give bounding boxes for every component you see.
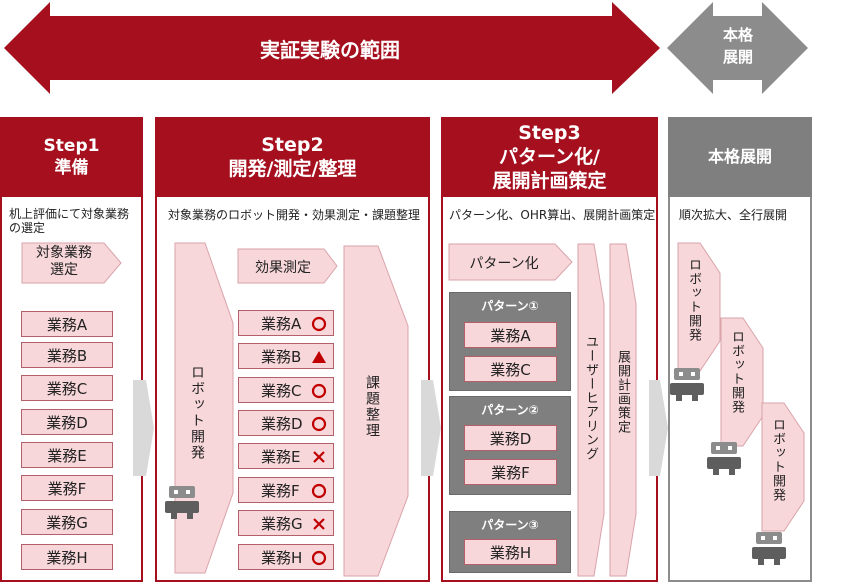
rollout-title: 本格展開 <box>707 147 772 166</box>
circle-mark-icon <box>311 483 327 499</box>
step2-task-label: 業務B <box>261 347 302 366</box>
step2-task: 業務F <box>238 477 334 503</box>
step1-task: 業務G <box>21 509 113 535</box>
issues-label: 課題整理 <box>364 375 380 439</box>
pattern-title: パターン② <box>481 403 539 417</box>
step1-task: 業務E <box>21 442 113 468</box>
step2-task-label: 業務F <box>261 481 300 500</box>
step1-header: Step1 準備 <box>0 117 143 197</box>
pattern-task: 業務C <box>464 356 557 382</box>
cross-mark-icon <box>313 451 325 463</box>
step1-title: Step1 <box>43 136 100 156</box>
robot-icon <box>165 486 199 519</box>
step2-task-label: 業務A <box>261 314 302 333</box>
circle-mark-icon <box>311 550 327 566</box>
triangle-mark-icon <box>312 351 326 363</box>
step1-task: 業務C <box>21 375 113 401</box>
rollout-arrow <box>667 2 808 94</box>
rollout-label: 本格 展開 <box>722 26 753 66</box>
step2-task-label: 業務H <box>261 548 303 567</box>
step3-title-sub: パターン化/ <box>499 146 600 168</box>
pattern-task: 業務H <box>464 539 557 565</box>
pattern-task: 業務A <box>464 322 557 348</box>
step2-task-label: 業務E <box>261 447 301 466</box>
measure-chevron-shape <box>237 248 338 284</box>
rollout-robot-arrow-shape <box>761 402 805 532</box>
scope-arrow <box>4 2 660 94</box>
step3-header: Step3 パターン化/ 展開計画策定 <box>441 117 658 197</box>
select-chevron-label: 対象業務 選定 <box>36 245 92 278</box>
connector-arrow-3 <box>649 380 668 476</box>
pattern-task: 業務F <box>464 459 557 485</box>
issues-arrow-shape <box>343 245 409 577</box>
user-hearing-label: ユーザーヒアリング <box>583 335 598 461</box>
pattern-task: 業務D <box>464 425 557 451</box>
step2-task: 業務B <box>238 343 334 369</box>
step2-subtitle: 対象業務のロボット開発・効果測定・課題整理 <box>168 208 421 222</box>
step3-title: Step3 <box>518 122 581 144</box>
step2-task: 業務D <box>238 410 334 436</box>
rollout-robot-dev-label: ロボット開発 <box>686 258 701 342</box>
step1-task: 業務A <box>21 311 113 337</box>
robot-icon <box>670 368 704 401</box>
step1-task: 業務D <box>21 409 113 435</box>
step1-task: 業務B <box>21 342 113 368</box>
rollout-subtitle: 順次拡大、全行展開 <box>679 208 788 222</box>
robot-icon <box>752 532 786 565</box>
step2-task-label: 業務C <box>261 381 302 400</box>
scope-label: 実証実験の範囲 <box>260 38 400 62</box>
pattern-title: パターン① <box>481 299 539 313</box>
step2-robot-dev-label: ロボット開発 <box>189 365 205 461</box>
step2-title: Step2 <box>261 134 324 156</box>
step2-task: 業務H <box>238 544 334 570</box>
plan-arrow-shape <box>609 243 637 577</box>
circle-mark-icon <box>311 316 327 332</box>
rollout-robot-dev-label: ロボット開発 <box>729 330 744 414</box>
step3-subtitle: パターン化、OHR算出、展開計画策定 <box>449 208 656 222</box>
pattern-title: パターン③ <box>481 518 539 532</box>
circle-mark-icon <box>311 383 327 399</box>
user-hearing-arrow-shape <box>577 243 605 577</box>
rollout-robot-dev-label: ロボット開発 <box>770 418 785 502</box>
connector-arrow-1 <box>133 380 154 476</box>
patternize-chevron-shape <box>448 243 573 281</box>
select-chevron-shape <box>21 242 122 284</box>
measure-label: 効果測定 <box>255 260 311 276</box>
step1-task: 業務H <box>21 544 113 570</box>
robot-icon <box>707 442 741 475</box>
step2-task: 業務G <box>238 510 334 536</box>
step2-header: Step2 開発/測定/整理 <box>155 117 430 197</box>
step2-task-label: 業務D <box>261 414 303 433</box>
scope-arrow-svg <box>4 2 808 94</box>
step2-title-sub: 開発/測定/整理 <box>228 158 357 180</box>
circle-mark-icon <box>311 416 327 432</box>
step1-subtitle: 机上評価にて対象業務の選定 <box>9 207 130 235</box>
step2-task-label: 業務G <box>261 514 303 533</box>
patternize-label: パターン化 <box>469 256 539 272</box>
cross-mark-icon <box>313 518 325 530</box>
connector-arrow-2 <box>421 380 441 476</box>
rollout-header: 本格展開 <box>668 117 812 197</box>
step2-task: 業務C <box>238 377 334 403</box>
step1-title-sub: 準備 <box>54 158 89 178</box>
step2-task: 業務A <box>238 310 334 336</box>
step2-task: 業務E <box>238 443 334 469</box>
plan-label: 展開計画策定 <box>615 350 630 434</box>
step1-task: 業務F <box>21 475 113 501</box>
step3-title-sub2: 展開計画策定 <box>492 170 607 192</box>
